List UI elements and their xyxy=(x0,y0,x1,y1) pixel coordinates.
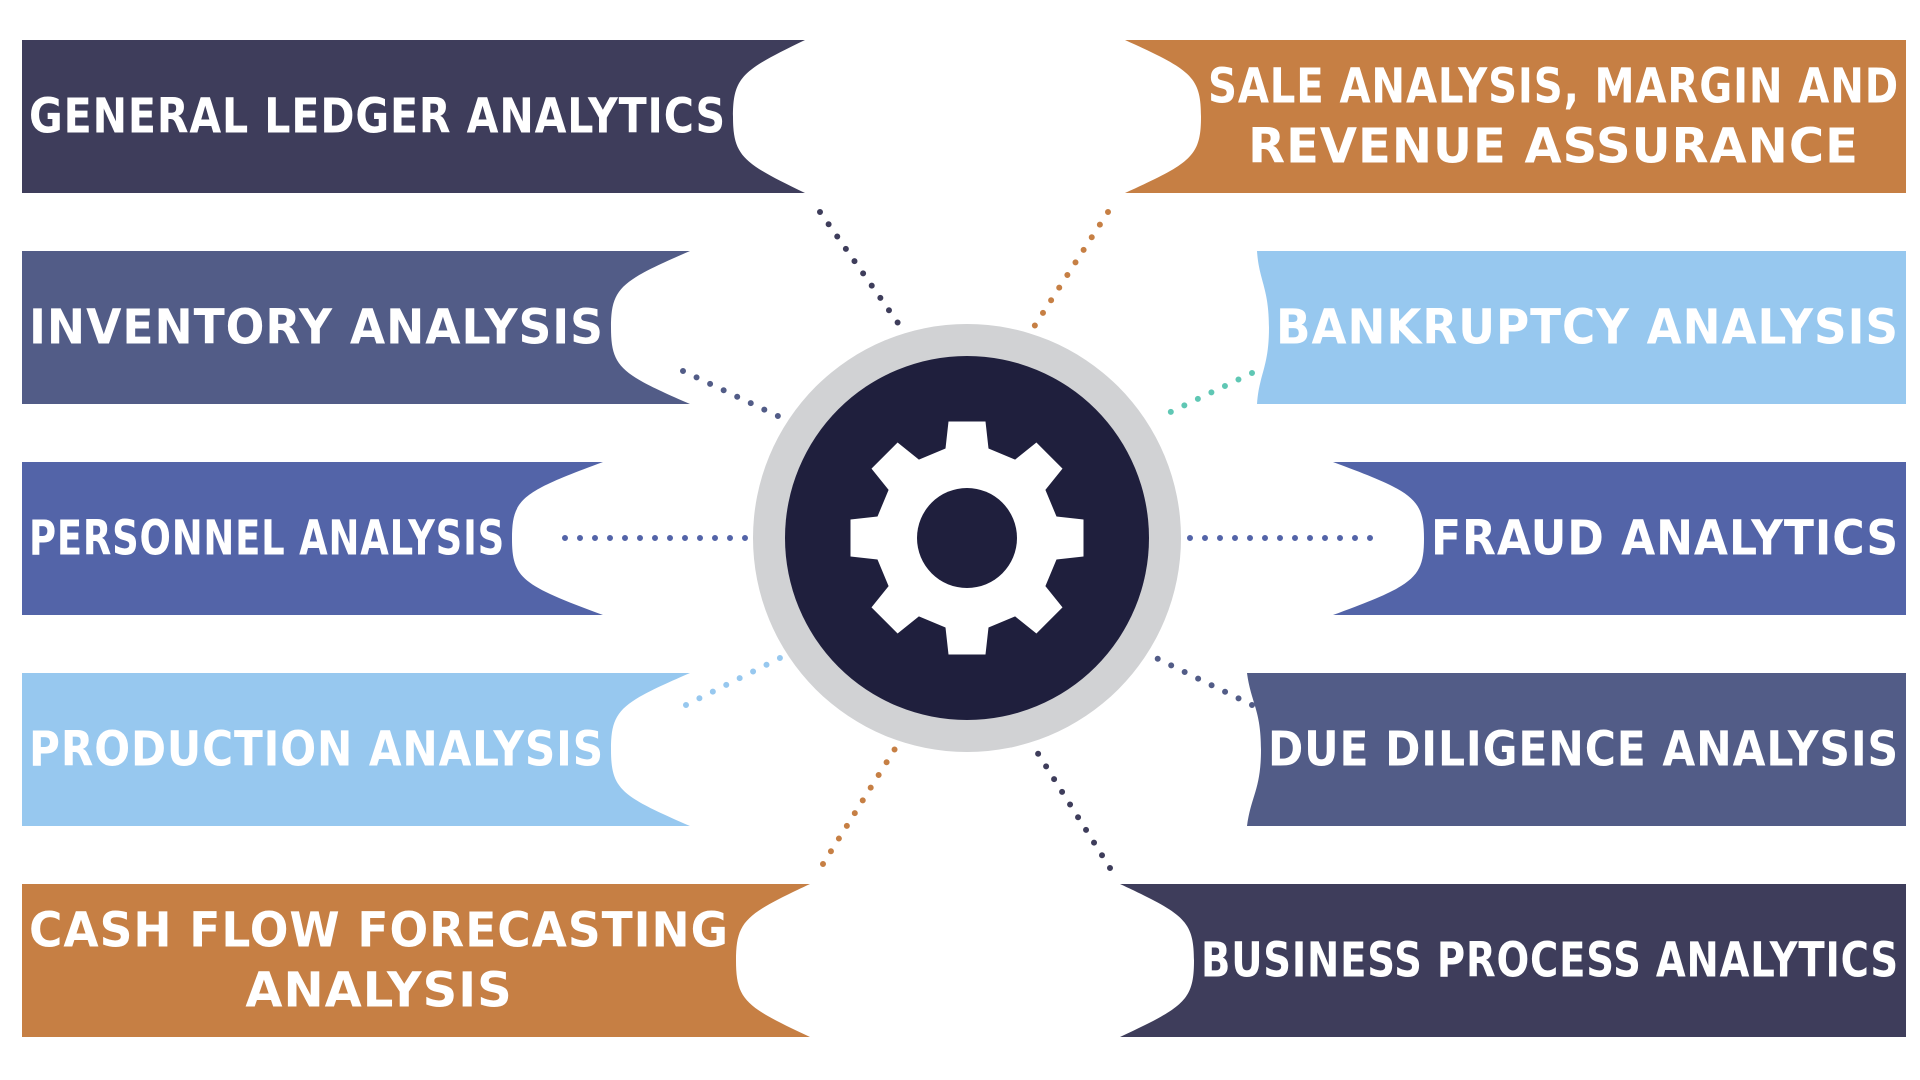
box-shape xyxy=(22,673,690,826)
box-shape xyxy=(1257,251,1906,404)
connector-sale-analysis xyxy=(1027,209,1111,336)
box-shape xyxy=(22,40,805,193)
gear-icon xyxy=(850,421,1084,655)
box-label: PRODUCTION ANALYSIS xyxy=(29,722,604,778)
box-shape xyxy=(1247,673,1906,826)
box-fraud-analytics: FRAUD ANALYTICS xyxy=(1333,462,1906,615)
box-label: GENERAL LEDGER ANALYTICS xyxy=(29,89,726,145)
analysis-boxes: GENERAL LEDGER ANALYTICS INVENTORY ANALYS… xyxy=(22,40,1906,1037)
box-due-diligence-analysis: DUE DILIGENCE ANALYSIS xyxy=(1247,673,1906,826)
connector-cash-flow-forecasting xyxy=(820,741,901,867)
box-shape xyxy=(22,884,810,1037)
box-shape xyxy=(22,462,603,615)
box-label: REVENUE ASSURANCE xyxy=(1248,119,1859,175)
box-shape xyxy=(1125,40,1906,193)
box-label: BANKRUPTCY ANALYSIS xyxy=(1276,300,1899,356)
connector-lines xyxy=(562,209,1373,871)
box-business-process-analytics: BUSINESS PROCESS ANALYTICS xyxy=(1120,884,1906,1037)
connector-production-analysis xyxy=(683,655,783,708)
box-shape xyxy=(1333,462,1906,615)
box-label: BUSINESS PROCESS ANALYTICS xyxy=(1201,933,1899,989)
box-label: CASH FLOW FORECASTING xyxy=(29,903,729,959)
box-personnel-analysis: PERSONNEL ANALYSIS xyxy=(22,462,603,615)
box-label: ANALYSIS xyxy=(245,963,512,1019)
box-label: INVENTORY ANALYSIS xyxy=(29,300,604,356)
box-inventory-analysis: INVENTORY ANALYSIS xyxy=(22,251,690,404)
connector-inventory-analysis xyxy=(680,368,785,421)
box-production-analysis: PRODUCTION ANALYSIS xyxy=(22,673,690,826)
connector-bankruptcy-analysis xyxy=(1155,370,1255,421)
box-label: PERSONNEL ANALYSIS xyxy=(29,511,505,567)
box-general-ledger-analytics: GENERAL LEDGER ANALYTICS xyxy=(22,40,805,193)
box-label: SALE ANALYSIS, MARGIN AND xyxy=(1208,59,1899,115)
box-bankruptcy-analysis: BANKRUPTCY ANALYSIS xyxy=(1257,251,1906,404)
box-shape xyxy=(22,251,690,404)
box-label: DUE DILIGENCE ANALYSIS xyxy=(1268,722,1899,778)
box-shape xyxy=(1120,884,1906,1037)
central-hub xyxy=(753,324,1181,752)
connector-due-diligence-analysis xyxy=(1147,652,1255,708)
connector-general-ledger-analytics xyxy=(817,209,908,336)
box-label: FRAUD ANALYTICS xyxy=(1431,511,1899,567)
connector-business-process-analytics xyxy=(1029,741,1113,871)
